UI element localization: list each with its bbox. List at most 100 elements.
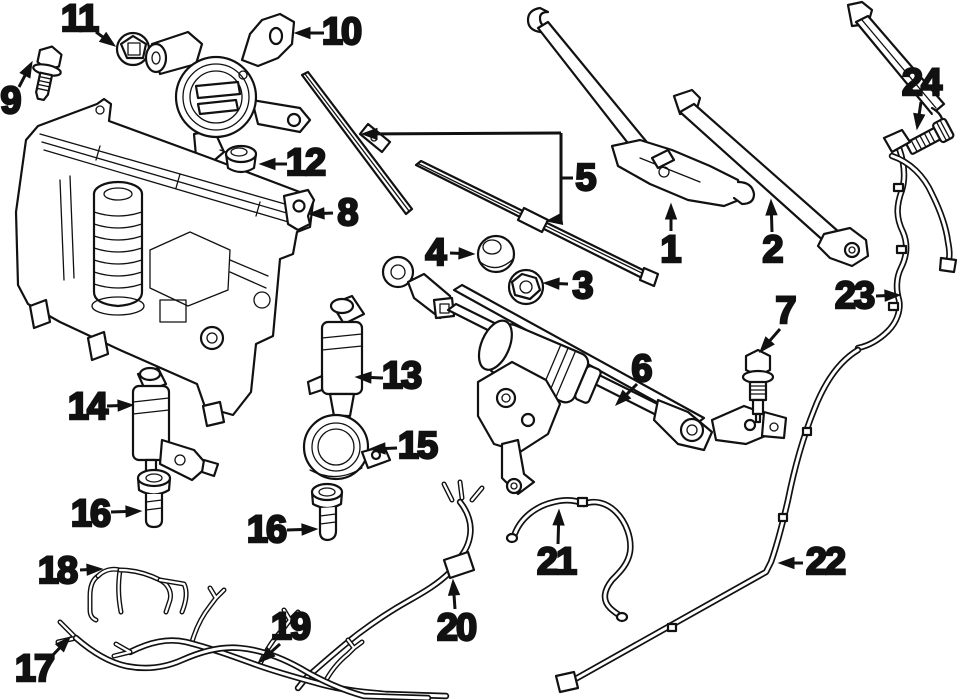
callout-5-wiper-blade-pair[interactable]: 5 (360, 127, 600, 225)
callout-arrow-head (913, 112, 926, 131)
callout-arrow-shaft (50, 646, 61, 658)
callout-arrow-head (301, 523, 319, 536)
callout-arrow-shaft (556, 524, 561, 545)
callout-arrow-head (125, 505, 143, 518)
callout-20-hose-connector[interactable]: 20 (436, 578, 479, 650)
part-wiper-arm-right (672, 88, 870, 268)
callout-21-hose-mid[interactable]: 21 (536, 508, 580, 584)
callout-number: 15 (398, 425, 438, 467)
callout-number: 5 (575, 157, 596, 199)
callout-arrow-head (458, 247, 476, 260)
callout-3-pivot-nut[interactable]: 3 (542, 264, 596, 308)
callout-number: 16 (247, 509, 286, 551)
callout-number: 2 (762, 229, 782, 271)
part-washer-hose-rear (854, 128, 958, 352)
part-washer-pump-2 (131, 366, 220, 482)
callout-18-hose-jumper[interactable]: 18 (37, 549, 104, 593)
callout-6-wiper-motor-linkage[interactable]: 6 (614, 347, 655, 407)
part-linkage-bolt (741, 348, 775, 424)
callout-number: 18 (38, 550, 77, 592)
callout-4-pivot-grommet[interactable]: 4 (424, 231, 476, 275)
part-washer-nozzle-right (310, 482, 344, 542)
callout-arrow-head (777, 556, 795, 570)
callout-16-washer-nozzle-right[interactable]: 16 (246, 508, 319, 552)
callout-16-washer-nozzle-left[interactable]: 16 (70, 492, 143, 536)
callout-number: 21 (537, 541, 577, 583)
callout-number: 12 (286, 142, 325, 184)
callout-11-grommet-nut[interactable]: 11 (60, 0, 117, 47)
part-hose-connector (294, 479, 485, 692)
part-pivot-nut (507, 268, 545, 306)
callout-arrow-shaft (110, 510, 127, 514)
callout-arrow-shaft (17, 74, 27, 88)
callout-number: 3 (572, 265, 592, 307)
part-grommet-nut (115, 31, 151, 67)
callout-number: 6 (631, 348, 651, 390)
callout-number: 16 (71, 493, 110, 535)
callout-number: 19 (271, 606, 310, 648)
part-washer-filler-pump-assembly (144, 12, 312, 166)
callout-arrow-shaft (917, 101, 923, 115)
callout-number: 8 (337, 192, 357, 234)
callout-arrow-shaft (270, 642, 282, 654)
callout-arrow-head (258, 647, 276, 663)
callout-number: 17 (15, 648, 54, 690)
callout-9-mounting-bolt[interactable]: 9 (0, 60, 33, 123)
callout-number: 4 (425, 232, 446, 274)
callout-arrow-shaft (625, 382, 639, 396)
callout-2-wiper-arm-right[interactable]: 2 (761, 198, 786, 272)
callout-arrow-head (258, 157, 276, 171)
callout-arrow-head (98, 31, 117, 47)
callout-number: 9 (0, 80, 20, 122)
callout-14-washer-pump-2[interactable]: 14 (67, 385, 135, 429)
callout-arrow-head (545, 212, 564, 225)
callout-arrow-head (354, 371, 372, 384)
callout-23-washer-hose-rear[interactable]: 23 (834, 274, 902, 318)
callout-8-washer-reservoir[interactable]: 8 (307, 191, 361, 235)
callout-arrow-head (765, 198, 778, 216)
part-wiper-arm-left (526, 6, 756, 208)
part-hose-jumper (87, 566, 189, 623)
part-pump-seal-ring (302, 413, 392, 481)
callout-number: 20 (437, 607, 476, 649)
part-reservoir-cap (219, 144, 258, 174)
callout-13-washer-pump[interactable]: 13 (354, 354, 424, 398)
callout-arrow-head (447, 578, 461, 596)
callout-arrow-head (307, 207, 325, 220)
callout-17-washer-hose-front[interactable]: 17 (14, 635, 71, 691)
callout-10-washer-filler-pump-assembly[interactable]: 10 (293, 10, 364, 54)
callout-arrow-head (19, 60, 33, 79)
callout-arrow-head (884, 289, 902, 302)
callout-19-hose-harness[interactable]: 19 (258, 605, 313, 663)
part-washer-reservoir (14, 97, 316, 428)
callout-12-reservoir-cap[interactable]: 12 (258, 141, 328, 185)
callout-15-pump-seal-ring[interactable]: 15 (368, 424, 441, 468)
callout-number: 7 (775, 290, 795, 332)
callout-arrow-head (54, 635, 71, 653)
callout-arrow-head (552, 508, 565, 526)
callout-arrow-head (360, 127, 378, 141)
callout-number: 14 (68, 386, 108, 428)
callout-arrow-head (368, 442, 386, 455)
callout-number: 24 (902, 62, 942, 104)
part-washer-nozzle-left (136, 468, 172, 529)
part-wiper-blade-b (414, 159, 660, 288)
part-mounting-bolt (32, 45, 63, 102)
callout-arrow-shaft (286, 528, 303, 532)
callout-arrow-shaft (769, 214, 774, 233)
callout-number: 11 (61, 0, 99, 40)
callout-24-hose-bolt[interactable]: 24 (901, 61, 945, 131)
part-hose-mid (505, 496, 634, 623)
callout-22-hose-long[interactable]: 22 (777, 540, 848, 584)
callout-arrow-shaft (95, 30, 104, 39)
callout-arrow-head (86, 563, 104, 576)
callout-1-wiper-arm-left[interactable]: 1 (659, 202, 685, 272)
callout-number: 10 (322, 11, 361, 53)
callout-7-linkage-bolt[interactable]: 7 (759, 289, 799, 354)
callout-number: 22 (806, 541, 845, 583)
callout-number: 1 (660, 229, 681, 271)
callout-arrow-head (664, 202, 678, 220)
